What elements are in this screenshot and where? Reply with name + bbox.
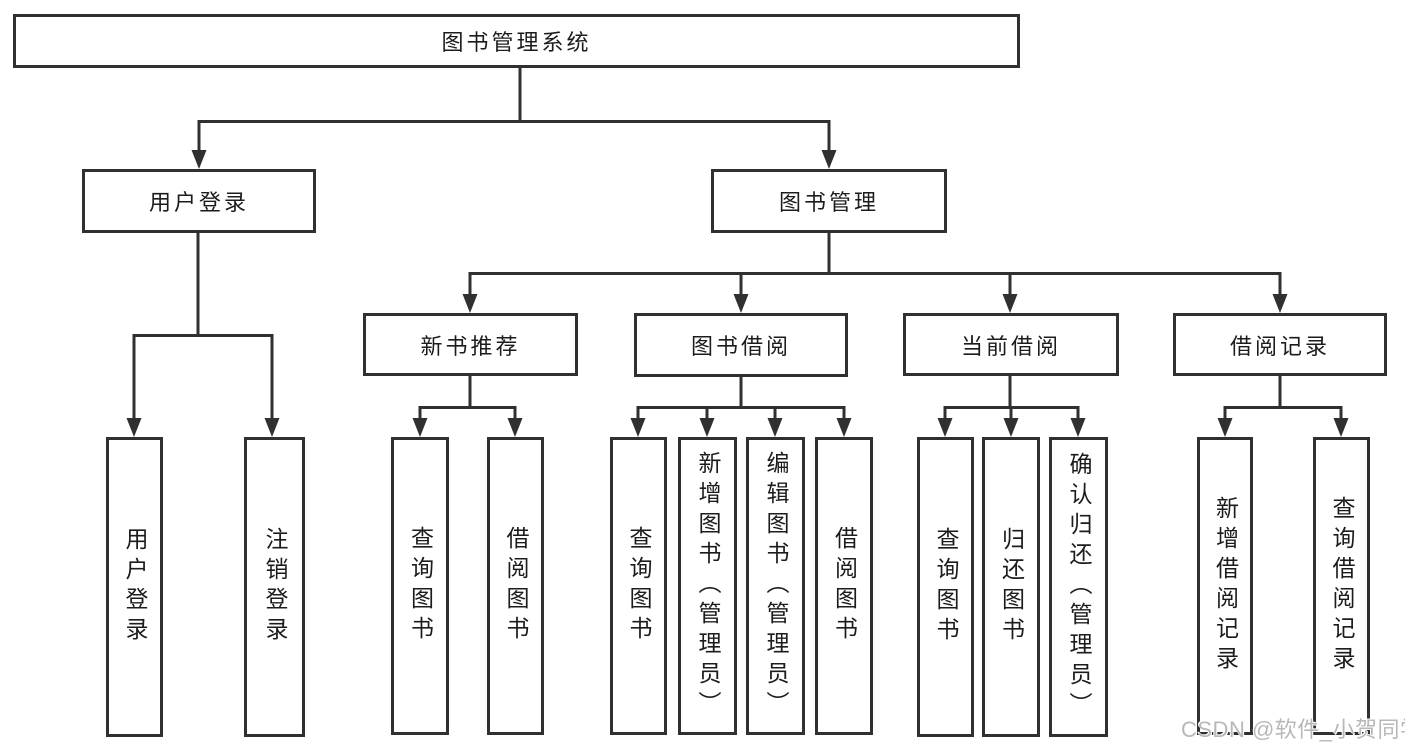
leaf-logout: 注销登录 <box>244 437 305 737</box>
connector-root-to-level2 <box>191 68 837 169</box>
node-current-borrow: 当前借阅 <box>903 313 1119 376</box>
csdn-watermark: CSDN @软件_小贺同学 <box>1181 717 1405 742</box>
connector-login-children <box>126 233 280 437</box>
connector-newbook-children <box>412 376 523 437</box>
leaf-borrow-book: 借阅图书 <box>815 437 873 735</box>
leaf-logout-label: 注销登录 <box>262 527 288 647</box>
node-new-book-recommend: 新书推荐 <box>363 313 578 376</box>
leaf-newbook-borrow-label: 借阅图书 <box>503 526 529 646</box>
leaf-newbook-borrow: 借阅图书 <box>487 437 544 735</box>
node-user-login-label: 用户登录 <box>148 190 249 215</box>
leaf-current-query-label: 查询图书 <box>933 527 959 647</box>
leaf-borrow-book-label: 借阅图书 <box>831 526 858 646</box>
connector-bookborrow-children <box>630 376 852 437</box>
node-user-login: 用户登录 <box>82 169 316 233</box>
leaf-borrow-edit-admin: 编辑图书（管理员） <box>746 437 805 735</box>
leaf-borrow-add-admin: 新增图书（管理员） <box>678 437 737 735</box>
node-new-book-recommend-label: 新书推荐 <box>420 333 521 359</box>
leaf-records-query-label: 查询借阅记录 <box>1329 496 1355 676</box>
connector-mgmt-sections <box>462 233 1288 313</box>
leaf-newbook-query: 查询图书 <box>391 437 449 735</box>
leaf-borrow-query: 查询图书 <box>610 437 667 735</box>
connector-records-children <box>1217 376 1349 437</box>
leaf-newbook-query-label: 查询图书 <box>407 526 434 646</box>
leaf-current-query: 查询图书 <box>917 437 974 737</box>
leaf-user-login-label: 用户登录 <box>122 527 148 647</box>
node-root: 图书管理系统 <box>13 14 1020 68</box>
node-borrow-records-label: 借阅记录 <box>1229 333 1330 359</box>
leaf-borrow-edit-admin-label: 编辑图书（管理员） <box>763 451 789 721</box>
leaf-current-return: 归还图书 <box>982 437 1040 737</box>
leaf-user-login: 用户登录 <box>106 437 163 737</box>
leaf-borrow-add-admin-label: 新增图书（管理员） <box>695 451 721 721</box>
leaf-records-add-label: 新增借阅记录 <box>1212 496 1239 676</box>
node-root-label: 图书管理系统 <box>441 30 592 55</box>
leaf-borrow-query-label: 查询图书 <box>626 526 652 646</box>
node-current-borrow-label: 当前借阅 <box>960 333 1061 359</box>
node-book-borrow-label: 图书借阅 <box>690 334 791 359</box>
leaf-records-add: 新增借阅记录 <box>1197 437 1253 735</box>
leaf-records-query: 查询借阅记录 <box>1313 437 1370 735</box>
node-book-borrow: 图书借阅 <box>634 313 848 377</box>
leaf-current-confirm-admin: 确认归还（管理员） <box>1049 437 1108 737</box>
node-borrow-records: 借阅记录 <box>1173 313 1387 376</box>
leaf-current-return-label: 归还图书 <box>998 527 1025 647</box>
node-book-management-label: 图书管理 <box>778 190 879 215</box>
connector-current-children <box>937 375 1086 437</box>
node-book-management: 图书管理 <box>711 169 947 233</box>
leaf-current-confirm-admin-label: 确认归还（管理员） <box>1066 452 1092 722</box>
